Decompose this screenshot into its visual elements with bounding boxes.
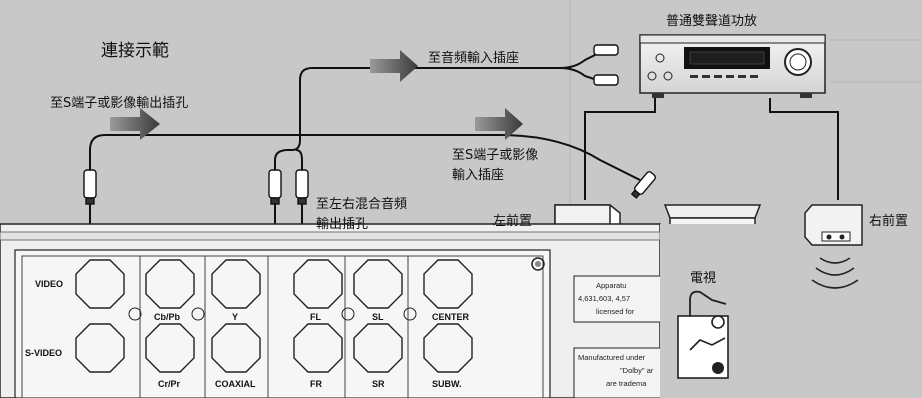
plugs: [83, 44, 657, 205]
panel-label-fl: FL: [310, 312, 321, 322]
panel-label-cb-pb: Cb/Pb: [154, 312, 180, 322]
arrows: [110, 50, 523, 140]
tv-label: 電視: [690, 271, 717, 286]
notice-1-line2: 4,631,603, 4,57: [578, 294, 631, 303]
page-title: 連接示範: [101, 41, 169, 61]
panel-label-center: CENTER: [432, 312, 470, 322]
mixed-audio-label-line1: 至左右混合音頻: [316, 197, 408, 212]
viewer-icon: [660, 224, 760, 398]
mixed-audio-label-line2: 輸出插孔: [316, 217, 369, 232]
arrow-s-video-out: [110, 108, 160, 140]
amplifier-label: 普通雙聲道功放: [666, 14, 758, 29]
panel-label-s-video: S-VIDEO: [25, 348, 63, 358]
panel-label-subw: SUBW.: [432, 379, 462, 389]
panel-label-fr: FR: [310, 379, 322, 389]
panel-label-video: VIDEO: [35, 279, 64, 289]
arrow-s-video-in: [475, 108, 523, 140]
notice-2-line1: Manufactured under: [578, 353, 646, 362]
notice-2-line2: "Dolby" ar: [620, 366, 654, 375]
amplifier-unit: [639, 34, 826, 98]
panel-label-sr: SR: [372, 379, 385, 389]
s-video-in-label-line1: 至S端子或影像: [452, 148, 539, 163]
front-right-label: 右前置: [869, 214, 909, 229]
s-video-in-label-line2: 輸入插座: [452, 168, 505, 183]
player-back-panel: [0, 223, 665, 398]
panel-label-cr-pr: Cr/Pr: [158, 379, 181, 389]
s-video-out-label: 至S端子或影像輸出插孔: [50, 96, 189, 111]
notice-1-line1: Apparatu: [596, 281, 627, 290]
panel-label-coaxial: COAXIAL: [215, 379, 256, 389]
notice-2-line3: are tradema: [606, 379, 647, 388]
front-right-speaker: [804, 204, 863, 289]
panel-label-y: Y: [232, 312, 239, 322]
audio-in-label: 至音頻輸入插座: [428, 51, 520, 66]
notice-1-line3: licensed for: [596, 307, 635, 316]
arrow-audio-in: [370, 50, 418, 82]
front-left-label: 左前置: [493, 214, 533, 229]
panel-label-sl: SL: [372, 312, 384, 322]
